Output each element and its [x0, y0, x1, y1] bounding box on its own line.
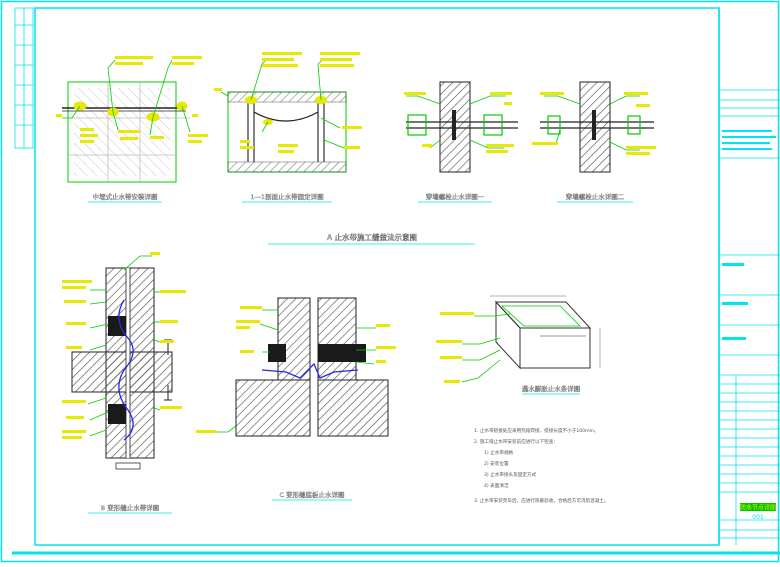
note-line-7: 3. 止水带安装完毕后，应进行隐蔽验收，合格后方可浇筑混凝土。: [474, 497, 608, 504]
detail-3-caption: 穿墙螺栓止水详图一: [426, 192, 485, 201]
section-a-title: A 止水带施工缝做法示意图: [327, 232, 417, 242]
detail-2-caption: 1—1剖面止水带固定详图: [250, 192, 323, 201]
detail-b: B 变形缝止水带详图: [62, 252, 186, 513]
title-stamp: 防水节点详图 001: [740, 503, 776, 521]
detail-c-caption: C 变形缝底板止水详图: [279, 490, 344, 499]
sheet-number: 001: [752, 514, 764, 521]
detail-c: C 变形缝底板止水详图: [196, 298, 396, 500]
note-line-5: 3) 止水带接头及固定方式: [484, 471, 537, 478]
note-line-4: 2) 安装位置: [484, 460, 509, 467]
detail-4-caption: 穿墙螺栓止水详图二: [566, 192, 625, 201]
binding-strip: [15, 8, 33, 148]
section-a-heading: A 止水带施工缝做法示意图: [268, 232, 475, 244]
stamp-text: 防水节点详图: [740, 504, 776, 512]
detail-1-caption: 中埋式止水带安装详图: [93, 192, 158, 201]
detail-b-caption: B 变形缝止水带详图: [101, 503, 160, 512]
notes-block: 1. 止水带搭接处应采用热熔焊接，搭接长度不小于100mm。 2. 施工缝止水带…: [474, 427, 608, 504]
note-line-1: 1. 止水带搭接处应采用热熔焊接，搭接长度不小于100mm。: [474, 427, 599, 434]
detail-2: 1—1剖面止水带固定详图: [214, 52, 362, 202]
title-block: [719, 90, 780, 545]
detail-1: 中埋式止水带安装详图: [56, 56, 208, 202]
detail-3: 穿墙螺栓止水详图一: [404, 82, 518, 202]
detail-d: 遇水膨胀止水条详图: [436, 296, 600, 394]
detail-d-caption: 遇水膨胀止水条详图: [522, 384, 581, 393]
title-block-marks: [722, 130, 776, 340]
detail-4: 穿墙螺栓止水详图二: [532, 82, 656, 202]
note-line-3: 1) 止水带规格: [484, 449, 514, 456]
note-line-2: 2. 施工缝止水带安装前应进行以下检查：: [474, 438, 558, 445]
note-line-6: 4) 表面清洁: [484, 482, 509, 489]
